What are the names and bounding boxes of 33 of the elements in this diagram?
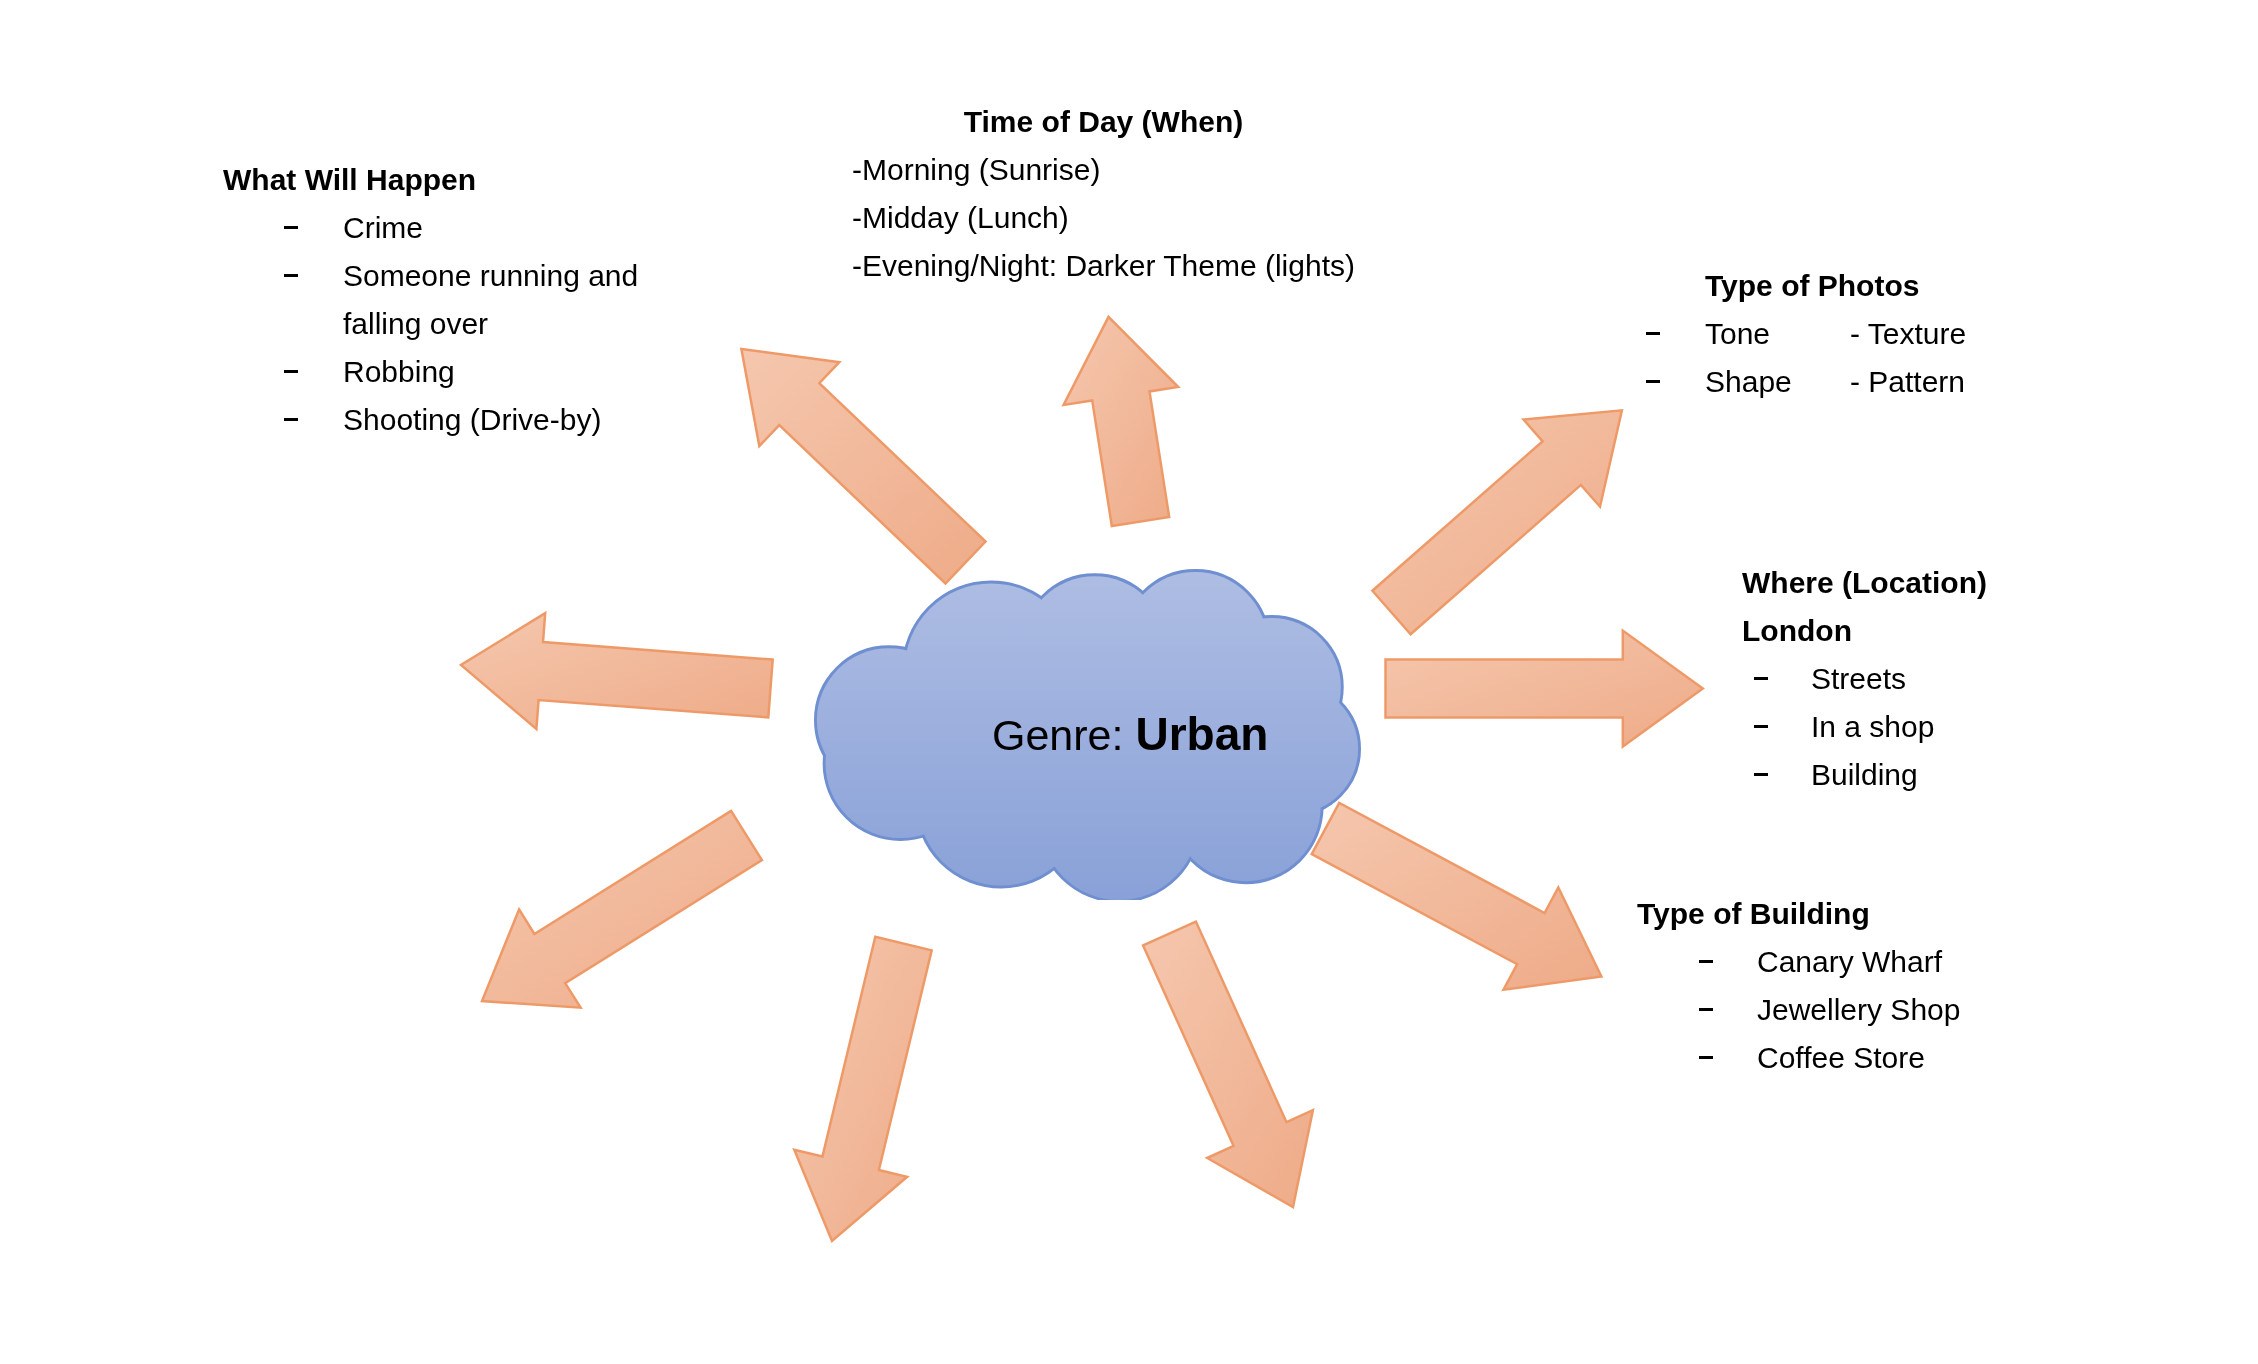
block-arrow (458, 610, 775, 732)
list-item: -Midday (Lunch) (852, 200, 1069, 236)
block-arrow (792, 935, 934, 1244)
list-item: Robbing (343, 354, 456, 390)
list-item: Coffee Store (1757, 1040, 1925, 1076)
list-item: Shape (1705, 364, 1792, 400)
heading: London (1742, 613, 1852, 649)
list-item: Jewellery Shop (1757, 992, 1961, 1028)
list-item: Someone running and falling over (343, 258, 640, 342)
list-item: Crime (343, 210, 424, 246)
list-item: - Texture (1850, 316, 1967, 352)
list-item: -Evening/Night: Darker Theme (lights) (852, 248, 1355, 284)
block-arrow (1370, 408, 1624, 637)
block-arrow (739, 347, 988, 586)
list-item: - Pattern (1850, 364, 1966, 400)
heading: Where (Location) (1742, 565, 1987, 601)
list-item: Tone (1705, 316, 1771, 352)
block-arrow (1061, 314, 1181, 528)
list-item: Canary Wharf (1757, 944, 1943, 980)
block-arrow (1384, 628, 1705, 750)
heading: Type of Photos (1705, 268, 1920, 304)
heading: Type of Building (1637, 896, 1870, 932)
list-item: -Morning (Sunrise) (852, 152, 1101, 188)
block-arrow (1141, 919, 1315, 1209)
list-item: Streets (1811, 661, 1907, 697)
heading: Time of Day (When) (963, 104, 1244, 140)
block-arrow (480, 809, 764, 1010)
heading: What Will Happen (223, 162, 477, 198)
list-item: Shooting (Drive-by) (343, 402, 603, 438)
list-item: Building (1811, 757, 1918, 793)
list-item: In a shop (1811, 709, 1935, 745)
cloud-label: Genre: Urban (992, 707, 1269, 761)
block-arrow (1310, 801, 1604, 992)
